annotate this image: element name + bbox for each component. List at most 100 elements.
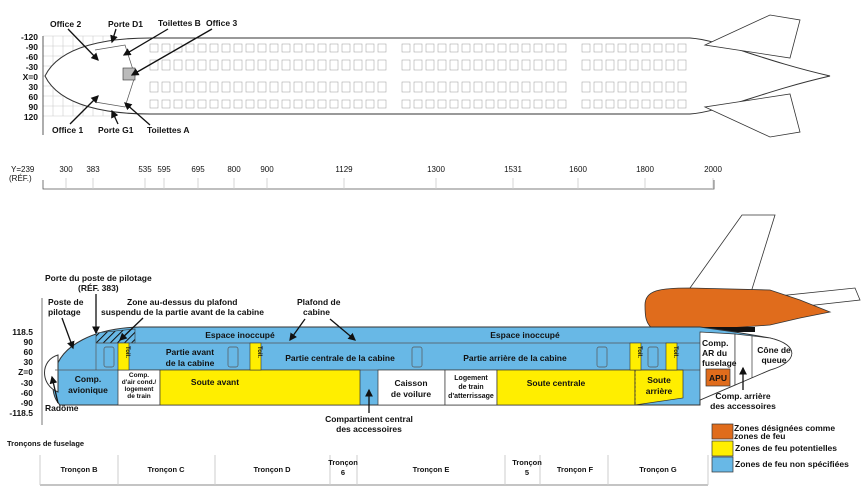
seat [365, 99, 375, 109]
seat [245, 81, 255, 93]
seat [665, 59, 675, 71]
callout-toilettes-a: Toilettes A [147, 125, 190, 135]
label-comp-ar-1: Comp. [702, 338, 728, 348]
sections-title: Tronçons de fuselage [7, 439, 84, 448]
seat [317, 99, 327, 109]
tail-engine-fire-zone [644, 287, 832, 331]
label-avant-1: Partie avant [166, 347, 214, 357]
label-apu: APU [709, 373, 727, 383]
seat [269, 59, 279, 71]
y-tick-label: 1531 [504, 165, 522, 174]
seat [593, 59, 603, 71]
callout-porte-d1: Porte D1 [108, 19, 143, 29]
label-air-2: d'air cond./ [122, 379, 157, 386]
seat [197, 43, 207, 53]
seat [161, 99, 171, 109]
legend: Zones désignées comme zones de feu Zones… [711, 423, 849, 473]
y-tick-label: 695 [191, 165, 205, 174]
seat [365, 43, 375, 53]
seat [329, 59, 339, 71]
seat [353, 59, 363, 71]
seat [257, 59, 267, 71]
seat [173, 43, 183, 53]
seat [629, 59, 639, 71]
y-tick-label: 300 [59, 165, 73, 174]
callout-central-acc-1: Compartiment central [325, 414, 413, 424]
cabin-door [411, 346, 423, 368]
seat [233, 81, 243, 93]
zone-toilet [629, 342, 642, 371]
label-avionique-1: Comp. [75, 374, 101, 384]
callout-porte-g1: Porte G1 [98, 125, 134, 135]
seat [473, 99, 483, 109]
seat [269, 81, 279, 93]
seat [437, 59, 447, 71]
seat [533, 43, 543, 53]
seat [545, 59, 555, 71]
seat [533, 99, 543, 109]
seat [245, 59, 255, 71]
seat [629, 81, 639, 93]
seat [533, 59, 543, 71]
seat [653, 43, 663, 53]
callout-zone-plafond-1: Zone au-dessus du plafond [127, 297, 238, 307]
y-ref-note: (RÉF.) [9, 174, 32, 183]
y-tick-label: 1600 [569, 165, 587, 174]
seat [425, 99, 435, 109]
seat [161, 59, 171, 71]
x-axis-labels: -120 -90 -60 -30 X=0 30 60 90 120 [21, 32, 38, 122]
seat [473, 81, 483, 93]
label-toilet: Toil. [672, 346, 678, 358]
seat [581, 81, 591, 93]
seat [545, 43, 555, 53]
y-tick-label: 900 [260, 165, 274, 174]
legend-unspecified: Zones de feu non spécifiées [735, 459, 849, 469]
seat [293, 43, 303, 53]
seat [401, 81, 411, 93]
seat [185, 43, 195, 53]
label-toilet: Toil. [256, 346, 262, 358]
cabin-door [227, 346, 239, 368]
seat [509, 59, 519, 71]
seat [521, 59, 531, 71]
seat [641, 43, 651, 53]
seat [365, 59, 375, 71]
y-tick-label: 1800 [636, 165, 654, 174]
seat [245, 99, 255, 109]
seat [605, 43, 615, 53]
seat [365, 81, 375, 93]
seat [341, 59, 351, 71]
y-tick-label: 800 [227, 165, 241, 174]
seat [305, 99, 315, 109]
seat [377, 99, 387, 109]
y-tick-label: 535 [138, 165, 152, 174]
z-tick: 30 [24, 357, 34, 367]
section-6-a: Tronçon [328, 458, 358, 467]
seat [149, 99, 159, 109]
plan-callouts: Office 2 Porte D1 Toilettes B Office 3 O… [50, 18, 237, 135]
zone-caisson-voilure [377, 369, 446, 406]
seat [629, 43, 639, 53]
seat [521, 99, 531, 109]
callout-porte-poste-2: (RÉF. 383) [78, 283, 119, 293]
section-g: Tronçon G [639, 465, 677, 474]
callout-office1: Office 1 [52, 125, 83, 135]
seat [185, 59, 195, 71]
seat [257, 81, 267, 93]
label-soute-arriere-1: Soute [647, 375, 671, 385]
seat [317, 43, 327, 53]
seat [149, 43, 159, 53]
legend-potential: Zones de feu potentielles [735, 443, 837, 453]
zone-air-cond [117, 369, 161, 406]
seat [665, 81, 675, 93]
x-tick: 30 [29, 82, 39, 92]
zone-apu [705, 368, 731, 387]
section-6-b: 6 [341, 468, 345, 477]
seat [377, 81, 387, 93]
label-arriere: Partie arrière de la cabine [463, 353, 567, 363]
seat [557, 81, 567, 93]
label-train-1: Logement [454, 375, 488, 382]
seat [521, 43, 531, 53]
y-tick-label: 1129 [335, 165, 353, 174]
